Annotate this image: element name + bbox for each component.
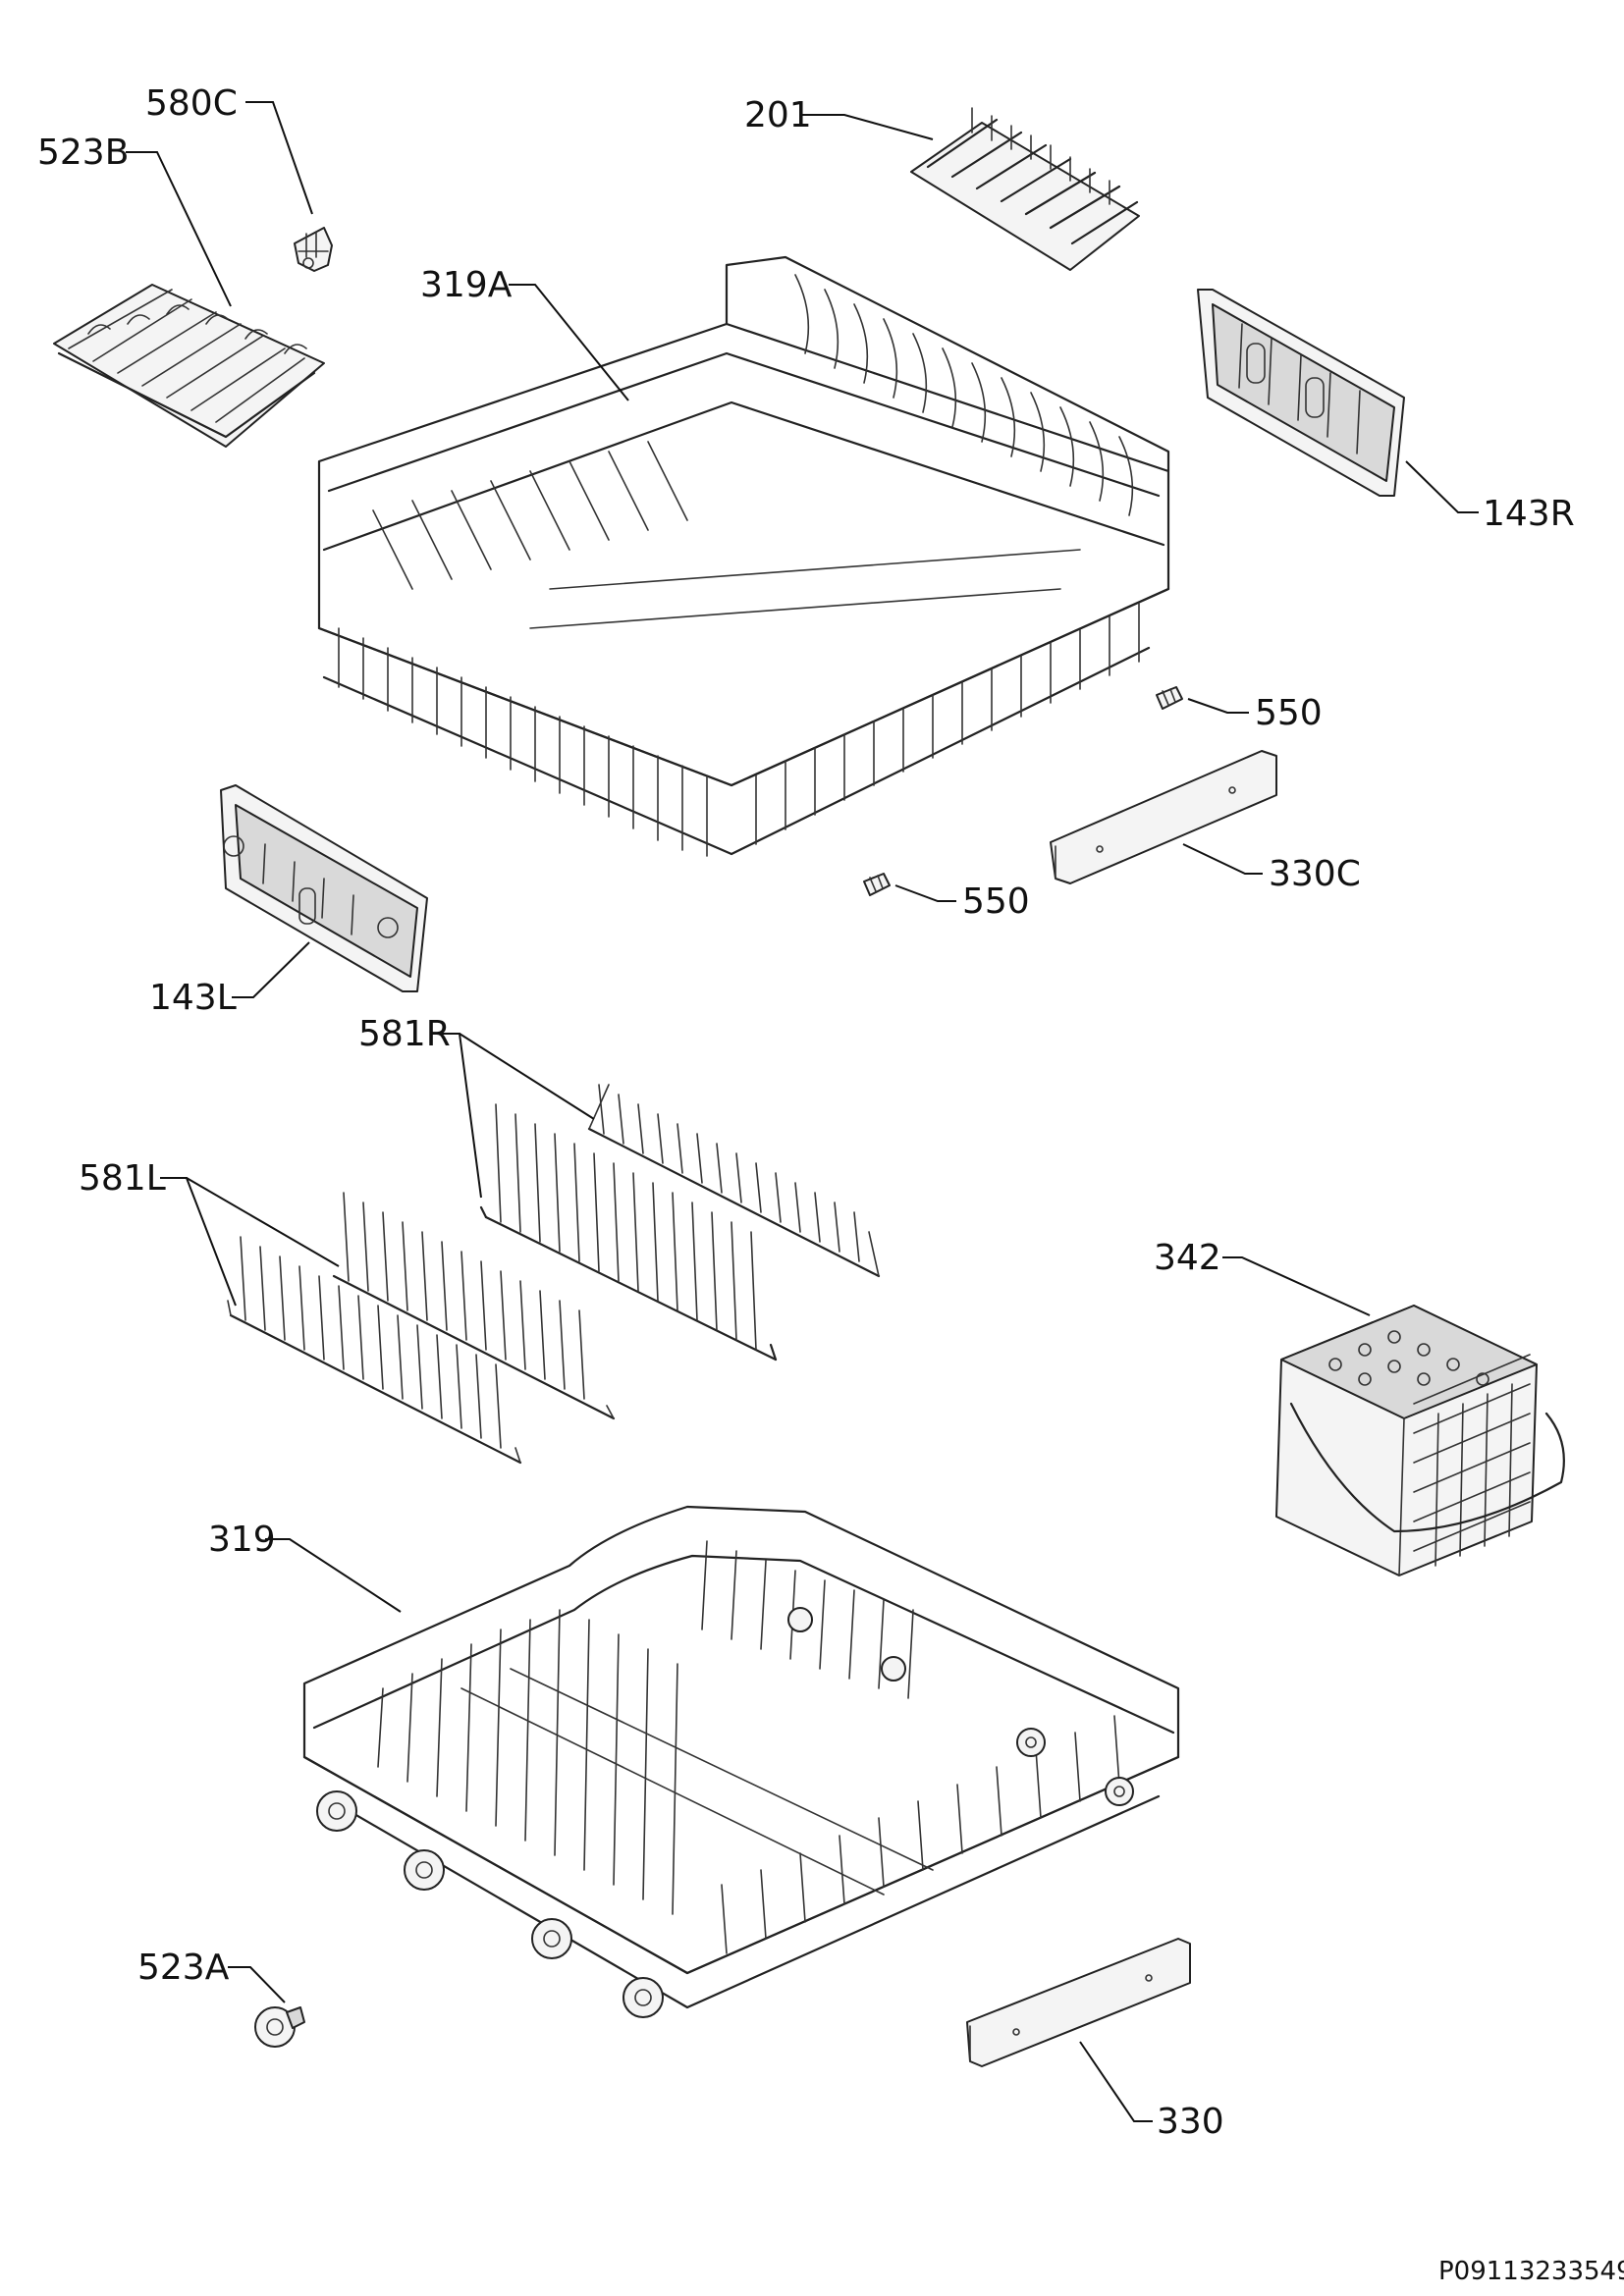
part-label-319: 319 <box>208 1520 276 1560</box>
part-label-342: 342 <box>1154 1238 1221 1278</box>
label-319A: 319A <box>420 265 629 401</box>
part-label-581R: 581R <box>358 1014 451 1054</box>
part-319A-upper-basket <box>317 255 1170 857</box>
part-319-lower-basket <box>302 1505 1180 2018</box>
leader-319A <box>509 284 629 401</box>
leader-550-center <box>894 884 956 902</box>
leader-581R-b <box>459 1033 595 1120</box>
part-label-523B: 523B <box>37 133 129 173</box>
leader-550-right <box>1187 698 1249 714</box>
label-330C: 330C <box>1182 843 1361 894</box>
label-550-right: 550 <box>1187 693 1323 733</box>
part-143R-rail <box>1197 289 1405 497</box>
label-201: 201 <box>744 95 934 140</box>
label-580C: 580C <box>145 83 313 215</box>
label-581L: 581L <box>79 1158 340 1307</box>
part-label-319A: 319A <box>420 265 513 305</box>
part-label-580C: 580C <box>145 83 238 124</box>
part-label-330: 330 <box>1157 2102 1224 2142</box>
label-143L: 143L <box>149 941 310 1018</box>
part-201-fork-rack <box>910 107 1140 271</box>
label-581R: 581R <box>358 1014 595 1199</box>
part-523A-wheel <box>254 2006 305 2048</box>
label-330: 330 <box>1079 2041 1224 2142</box>
part-label-201: 201 <box>744 95 812 135</box>
leader-319 <box>265 1538 402 1613</box>
part-550-spacer-right <box>1156 686 1183 710</box>
leader-330C <box>1182 843 1263 875</box>
part-label-523A: 523A <box>137 1948 230 1988</box>
part-330C-flap <box>1050 750 1277 884</box>
leader-581L-a <box>160 1177 237 1307</box>
part-label-143L: 143L <box>149 978 237 1018</box>
part-label-550-right: 550 <box>1255 693 1323 733</box>
part-581R-tine-rack <box>479 1084 881 1362</box>
part-label-330C: 330C <box>1269 854 1361 894</box>
leader-581L-b <box>186 1177 340 1267</box>
label-143R: 143R <box>1405 460 1575 534</box>
part-330-flap <box>966 1938 1191 2067</box>
part-label-550-center: 550 <box>962 881 1030 922</box>
leader-330 <box>1079 2041 1153 2122</box>
part-label-143R: 143R <box>1483 494 1575 534</box>
leader-143R <box>1405 460 1479 513</box>
leader-523B <box>126 151 232 307</box>
part-550-spacer-center <box>863 873 891 896</box>
part-580C-clip <box>294 227 333 272</box>
leader-581R-a <box>442 1033 482 1199</box>
part-342-cutlery-basket <box>1275 1305 1565 1576</box>
leader-201 <box>801 114 934 140</box>
leader-523A <box>228 1966 286 2003</box>
leader-143L <box>232 941 310 998</box>
leader-580C <box>245 101 313 215</box>
document-id: P09113233549 <box>1438 2257 1624 2286</box>
part-label-581L: 581L <box>79 1158 166 1199</box>
part-581L-tine-rack <box>227 1192 616 1465</box>
part-523B-comb-rack <box>53 284 325 448</box>
part-143L-rail <box>220 784 428 992</box>
label-550-center: 550 <box>894 881 1030 922</box>
label-523A: 523A <box>137 1948 286 2003</box>
label-523B: 523B <box>37 133 232 307</box>
label-319: 319 <box>208 1520 402 1613</box>
leader-342 <box>1222 1256 1371 1316</box>
label-342: 342 <box>1154 1238 1371 1316</box>
